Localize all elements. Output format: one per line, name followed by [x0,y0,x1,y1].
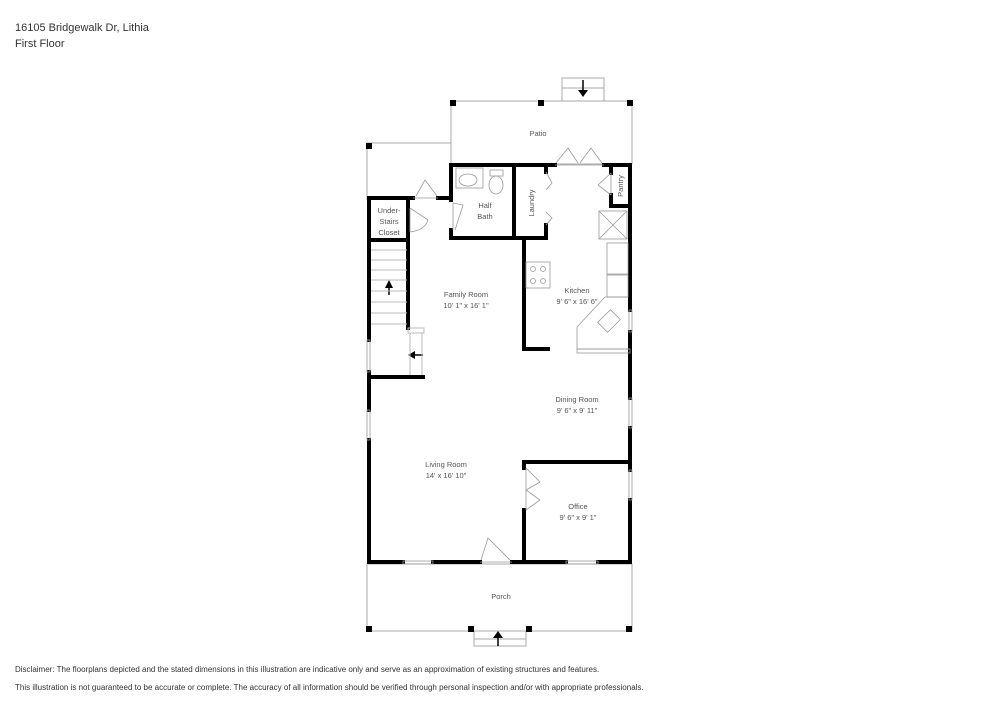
walls [367,163,632,564]
disclaimer-line-1: Disclaimer: The floorplans depicted and … [15,665,600,674]
floor-label: First Floor [15,38,65,50]
room-dims-living: 14' x 16' 10" [426,471,467,480]
room-label-office: Office [568,502,587,511]
room-dims-office: 9' 6" x 9' 1" [560,513,597,522]
room-label-pantry: Pantry [616,175,625,197]
room-dims-dining: 9' 6" x 9' 11" [557,406,598,415]
room-dims-family: 10' 1" x 16' 1" [443,301,489,310]
room-label-understairs-1: Under- [378,206,401,215]
doors [366,147,633,565]
room-label-patio: Patio [529,129,546,138]
room-label-kitchen: Kitchen [564,286,589,295]
room-label-family: Family Room [444,290,488,299]
fixtures [455,167,631,354]
room-label-living: Living Room [425,460,467,469]
posts [366,100,633,632]
room-label-porch: Porch [491,592,511,601]
room-dims-kitchen: 9' 6" x 16' 6" [556,297,597,306]
staircase [371,249,425,375]
room-label-halfbath-2: Bath [477,212,492,221]
room-label-laundry: Laundry [527,189,536,216]
room-label-understairs-3: Closet [378,228,400,237]
room-label-understairs-2: Stairs [379,217,398,226]
address-title: 16105 Bridgewalk Dr, Lithia [15,22,149,34]
room-label-dining: Dining Room [555,395,598,404]
arrow-icons [385,80,588,646]
room-label-halfbath-1: Half [478,201,492,210]
disclaimer-line-2: This illustration is not guaranteed to b… [15,683,644,692]
